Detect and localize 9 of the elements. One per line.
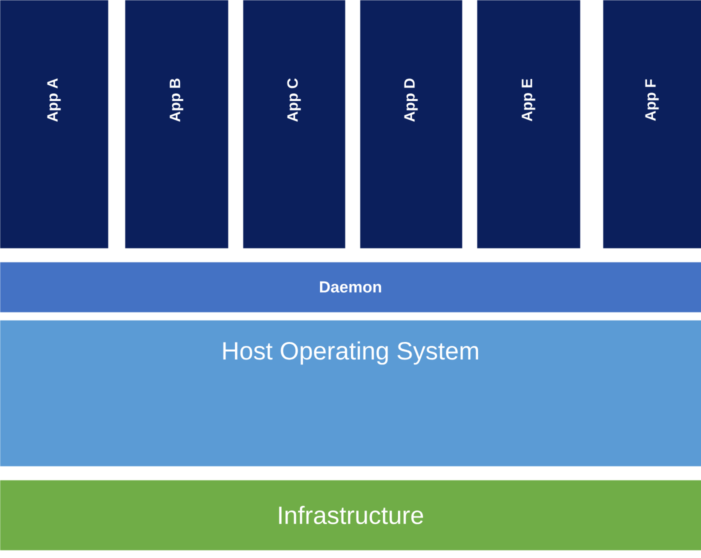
daemon-layer: Daemon xyxy=(0,262,701,312)
app-block: App C xyxy=(243,0,346,248)
app-block: App D xyxy=(360,0,462,248)
infrastructure-layer: Infrastructure xyxy=(0,480,701,550)
app-block: App B xyxy=(125,0,228,248)
os-layer: Host Operating System xyxy=(0,320,701,466)
app-block: App E xyxy=(477,0,580,248)
app-block: App F xyxy=(603,0,701,248)
app-block: App A xyxy=(0,0,108,248)
